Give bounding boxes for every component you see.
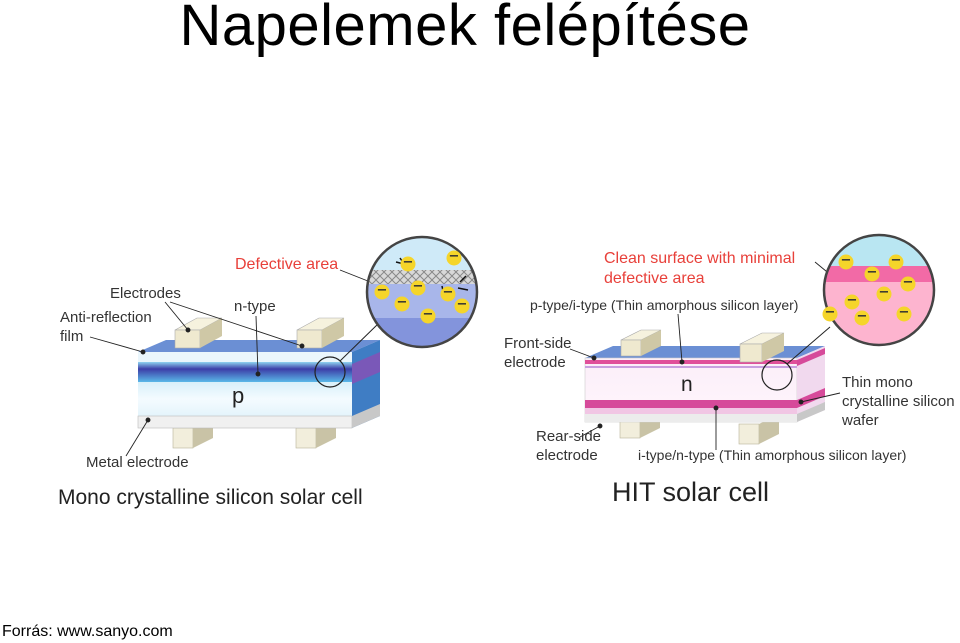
left-electrons [374,250,470,324]
electron-minus: − [840,253,852,268]
rear-side-electrode-label-line2: electrode [536,447,598,464]
front-side-electrode-label-line2: electrode [504,354,566,371]
left-leader-lines [89,269,379,457]
p-layer-label: p [232,383,245,408]
clean-surface-label-line1: Clean surface with minimal [604,250,796,267]
front-side-electrode-label-line1: Front-side [504,335,572,352]
hit-cell-illustration [569,233,936,450]
anti-reflection-label-line1: Anti-reflection [60,309,152,326]
thin-mono-label-line1: Thin mono [842,374,913,391]
electron-minus: − [396,295,408,310]
thin-mono-label-line3: wafer [842,412,879,429]
left-top-electrodes [174,317,345,349]
source-credit: Forrás: www.sanyo.com [2,623,173,640]
p-type-label: p-type/i-type (Thin amorphous silicon la… [530,297,799,313]
electron-minus: − [376,283,388,298]
electron-minus: − [878,285,890,300]
i-type-label: i-type/n-type (Thin amorphous silicon la… [638,447,907,463]
right-electrons [822,254,916,326]
p-type-layer [138,382,352,416]
electrodes-label: Electrodes [110,285,181,302]
anti-reflection-label-line2: film [60,328,84,345]
right-top-electrodes [620,329,785,363]
left-top-face [138,340,380,352]
mono-cell-caption: Mono crystalline silicon solar cell [58,486,363,509]
electron-minus: − [846,293,858,308]
hit-cell-caption: HIT solar cell [612,477,770,507]
electron-minus: − [422,307,434,322]
electron-minus: − [898,305,910,320]
n-type-layer [138,362,352,382]
p-i-layer [585,360,797,364]
page-title: Napelemek felépítése [179,0,751,58]
rear-side-electrode-label-line1: Rear-side [536,428,602,445]
mono-cell-illustration [89,235,479,457]
electron-minus: − [402,255,414,270]
electron-minus: − [902,275,914,290]
defective-area-label: Defective area [235,256,339,273]
right-leader-lines [569,261,841,450]
electron-minus: − [456,297,468,312]
clean-surface-label-line2: defective area [604,270,705,287]
electron-minus: − [866,265,878,280]
i-n-layer [585,400,797,408]
metal-electrode-layer [137,415,353,429]
electron-minus: − [412,279,424,294]
n-type-label: n-type [234,298,276,315]
thin-mono-label-line2: crystalline silicon [842,393,955,410]
electron-minus: − [442,285,454,300]
n-layer-label: n [681,373,693,396]
metal-electrode-label: Metal electrode [86,454,189,471]
electron-minus: − [824,305,836,320]
electron-minus: − [890,253,902,268]
electron-minus: − [448,249,460,264]
electron-minus: − [856,309,868,324]
clean-surface-zoom [822,233,936,347]
